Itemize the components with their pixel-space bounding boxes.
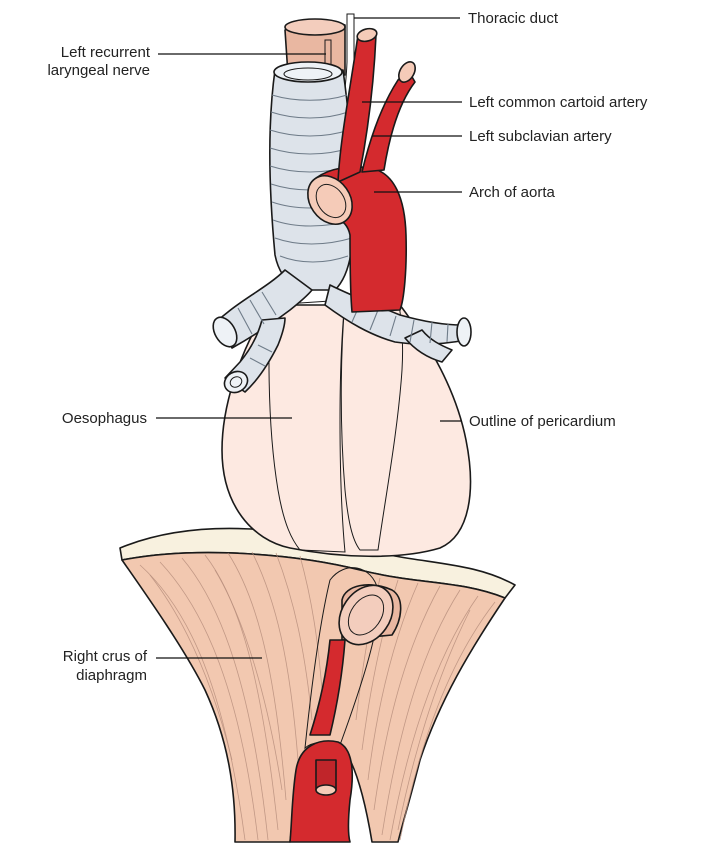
label-left-recurrent-laryngeal-nerve-line1: Left recurrent: [61, 44, 151, 61]
label-left-subclavian-artery: Left subclavian artery: [469, 128, 612, 145]
label-thoracic-duct: Thoracic duct: [468, 10, 559, 27]
label-left-recurrent-laryngeal-nerve-line2: laryngeal nerve: [47, 62, 150, 79]
label-arch-of-aorta: Arch of aorta: [469, 184, 556, 201]
label-right-crus-line2: diaphragm: [76, 667, 147, 684]
label-right-crus-line1: Right crus of: [63, 648, 148, 665]
label-oesophagus: Oesophagus: [62, 410, 147, 427]
label-left-common-carotid-artery: Left common cartoid artery: [469, 94, 648, 111]
coeliac-cut-end: [316, 785, 336, 795]
left-bronchus-cut-end: [457, 318, 471, 346]
trachea-cut-end: [274, 62, 342, 82]
label-outline-of-pericardium: Outline of pericardium: [469, 413, 616, 430]
oesophagus-cut-end: [285, 19, 345, 35]
